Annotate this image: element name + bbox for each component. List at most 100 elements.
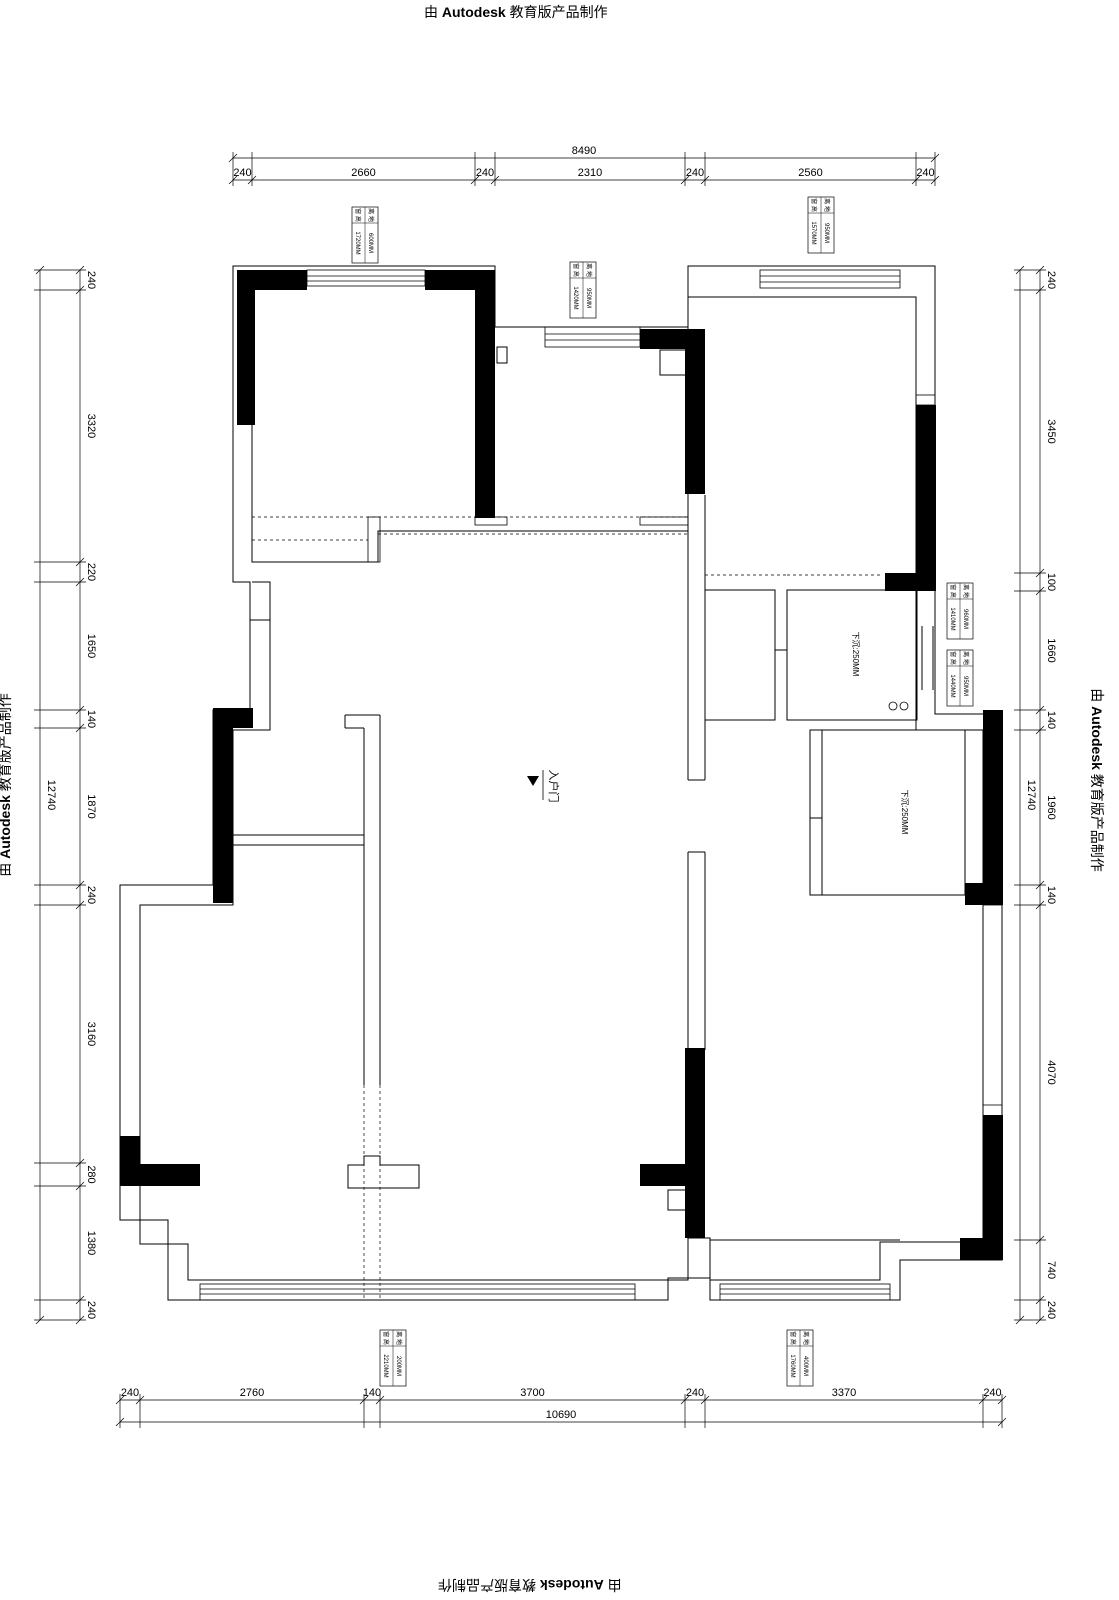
window-tag-text: 离 地 bbox=[395, 1331, 403, 1345]
dim-label: 1660 bbox=[1045, 638, 1057, 662]
room-label-bath1: 下沉:250MM bbox=[851, 632, 860, 677]
dim-label: 3700 bbox=[520, 1387, 544, 1399]
dim-tick bbox=[247, 175, 257, 185]
dim-label: 4070 bbox=[1045, 1060, 1057, 1084]
window-2 bbox=[544, 326, 641, 348]
window-tag-text: 离 地 bbox=[962, 584, 970, 598]
bath1-outline bbox=[786, 589, 918, 721]
dim-total-label: 12740 bbox=[1025, 780, 1037, 811]
dim-tick bbox=[490, 175, 500, 185]
dim-tick bbox=[930, 175, 940, 185]
dim-tick bbox=[1035, 725, 1045, 735]
dim-label: 240 bbox=[85, 1301, 97, 1319]
room-label-entrance: 入户门 bbox=[547, 770, 561, 803]
room-label-bath2: 下沉:250MM bbox=[900, 790, 909, 835]
dim-label: 240 bbox=[686, 1387, 704, 1399]
window-tag-text: 1420MM bbox=[572, 286, 578, 309]
dim-label: 240 bbox=[85, 886, 97, 904]
dim-label: 2310 bbox=[578, 167, 602, 179]
dim-tick bbox=[978, 1395, 988, 1405]
dim-label: 740 bbox=[1045, 1261, 1057, 1279]
dim-tick bbox=[75, 265, 85, 275]
window-tag-text: 400MM bbox=[802, 1356, 808, 1376]
window-tag-text: 离 地 bbox=[585, 263, 593, 277]
window-tag-text: 1760MM bbox=[789, 1354, 795, 1377]
wall-h2 bbox=[960, 1238, 1003, 1260]
door-stop-2 bbox=[474, 516, 508, 526]
dim-tick bbox=[1035, 880, 1045, 890]
window-tag-text: 1410MM bbox=[949, 607, 955, 630]
dim-tick bbox=[680, 175, 690, 185]
dim-label: 1960 bbox=[1045, 795, 1057, 819]
wall-b2 bbox=[685, 329, 705, 494]
dim-label: 240 bbox=[121, 1387, 139, 1399]
structural-walls bbox=[120, 270, 1003, 1260]
dim-tick bbox=[75, 1315, 85, 1325]
dim-label: 240 bbox=[983, 1387, 1001, 1399]
column-base bbox=[347, 1155, 420, 1189]
window-6 bbox=[982, 904, 1003, 1106]
dim-label: 2760 bbox=[240, 1387, 264, 1399]
dim-label: 240 bbox=[686, 167, 704, 179]
window-tag-text: 窗 高 bbox=[572, 263, 580, 277]
wall-e1 bbox=[983, 710, 1003, 905]
window-4 bbox=[199, 1283, 636, 1301]
window-tag-text: 2210MM bbox=[382, 1354, 388, 1377]
window-tag-text: 离 地 bbox=[367, 208, 375, 222]
dim-label: 3450 bbox=[1045, 419, 1057, 443]
dim-tick bbox=[75, 1181, 85, 1191]
drain-1 bbox=[888, 701, 898, 711]
window-tag-text: 离 地 bbox=[962, 651, 970, 665]
dim-tick bbox=[75, 900, 85, 910]
dim-label: 220 bbox=[85, 563, 97, 581]
dim-tick bbox=[75, 880, 85, 890]
dim-total-label: 10690 bbox=[546, 1409, 577, 1421]
dim-tick bbox=[35, 265, 45, 275]
dim-tick bbox=[911, 175, 921, 185]
window-tag-text: 窗 高 bbox=[949, 651, 957, 665]
window-tag-text: 窗 高 bbox=[949, 584, 957, 598]
dim-label: 240 bbox=[1045, 271, 1057, 289]
dim-tick bbox=[75, 1158, 85, 1168]
dim-tick bbox=[1035, 900, 1045, 910]
dim-label: 2560 bbox=[798, 167, 822, 179]
dashed-lines bbox=[252, 516, 880, 1300]
window-tag-text: 窗 高 bbox=[382, 1331, 390, 1345]
dim-tick bbox=[75, 577, 85, 587]
dim-label: 3160 bbox=[85, 1022, 97, 1046]
dim-label: 240 bbox=[1045, 1301, 1057, 1319]
entrance-arrow-icon bbox=[527, 776, 539, 786]
wall-c2 bbox=[885, 573, 936, 591]
window-1 bbox=[306, 269, 426, 287]
dim-tick bbox=[1035, 285, 1045, 295]
dim-label: 140 bbox=[363, 1387, 381, 1399]
window-tag-text: 200MM bbox=[395, 1356, 401, 1376]
bath2-outline bbox=[809, 729, 966, 896]
dim-tick bbox=[1035, 1235, 1045, 1245]
dim-tick bbox=[1035, 568, 1045, 578]
dim-tick bbox=[1035, 1295, 1045, 1305]
dim-tick bbox=[700, 1395, 710, 1405]
wall-h1 bbox=[983, 1115, 1003, 1260]
dim-tick bbox=[75, 705, 85, 715]
window-tag-text: 窗 高 bbox=[810, 198, 818, 212]
dim-label: 3370 bbox=[832, 1387, 856, 1399]
dim-tick bbox=[35, 1315, 45, 1325]
window-tag-text: 离 地 bbox=[823, 198, 831, 212]
dim-tick bbox=[700, 175, 710, 185]
dim-label: 1380 bbox=[85, 1231, 97, 1255]
wall-g1 bbox=[685, 1048, 705, 1238]
window-tag-text: 离 地 bbox=[802, 1331, 810, 1345]
dim-label: 240 bbox=[85, 271, 97, 289]
dim-tick bbox=[375, 1395, 385, 1405]
dim-label: 1650 bbox=[85, 634, 97, 658]
window-7 bbox=[915, 394, 936, 406]
wall-e2 bbox=[965, 883, 1003, 905]
